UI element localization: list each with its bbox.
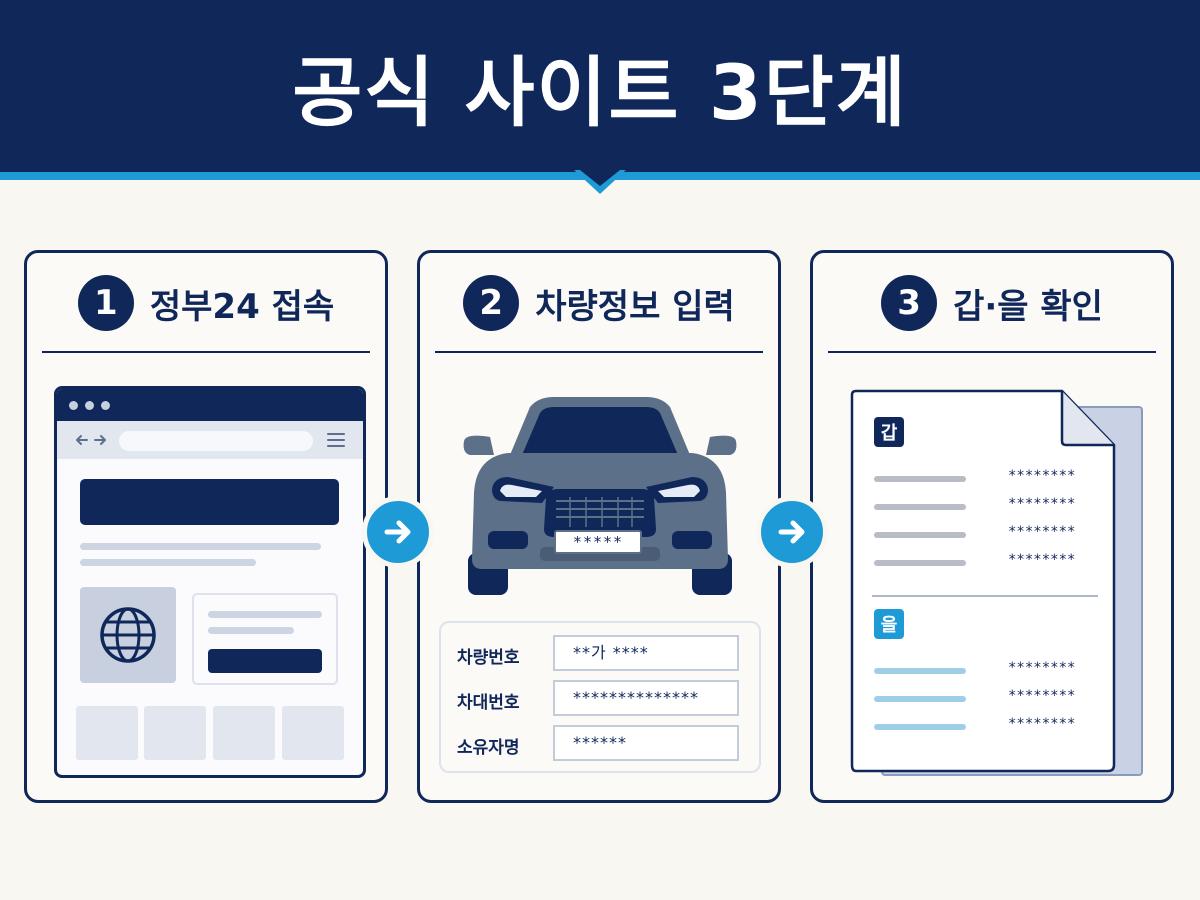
window-dot	[85, 401, 94, 410]
doc-text-line	[874, 532, 966, 538]
globe-icon-box	[80, 587, 176, 683]
back-forward-icon	[76, 435, 106, 445]
masked-value: ********	[1008, 660, 1076, 676]
window-dot	[69, 401, 78, 410]
step-divider-3	[828, 351, 1156, 353]
vin-label: 차대번호	[457, 693, 520, 713]
masked-value: ********	[1008, 552, 1076, 568]
header-pointer-inner	[580, 170, 620, 186]
step-card-1: 1 정부24 접속	[24, 250, 388, 803]
content-tile	[76, 706, 138, 760]
step-title-1: 정부24 접속	[149, 286, 335, 327]
form-row-plate-number: 차량번호 **가 ****	[441, 635, 759, 671]
step-card-2: 2 차량정보 입력 ***** 차량번호 **가 ****	[417, 250, 781, 803]
car-icon	[463, 397, 737, 595]
doc-row-b1: ********	[874, 660, 1084, 679]
arrow-right-icon	[362, 496, 434, 568]
section-a-badge: 갑	[874, 417, 904, 447]
doc-row-b3: ********	[874, 716, 1084, 735]
vehicle-info-form: 차량번호 **가 **** 차대번호 ************** 소유자명 *…	[439, 621, 761, 773]
masked-value: ********	[1008, 524, 1076, 540]
step-title-3: 갑·을 확인	[953, 286, 1103, 327]
step-header-3: 3 갑·을 확인	[813, 253, 1171, 353]
info-panel	[192, 593, 338, 685]
doc-text-line	[874, 476, 966, 482]
content-tile	[213, 706, 275, 760]
content-tile	[282, 706, 344, 760]
form-row-owner-name: 소유자명 ******	[441, 725, 759, 761]
doc-text-line	[874, 668, 966, 674]
doc-row-b2: ********	[874, 688, 1084, 707]
doc-text-line	[874, 504, 966, 510]
browser-nav-bar	[57, 421, 363, 459]
masked-value: ********	[1008, 716, 1076, 732]
menu-icon	[327, 433, 345, 447]
doc-text-line	[874, 724, 966, 730]
text-line	[208, 627, 294, 634]
step-header-1: 1 정부24 접속	[27, 253, 385, 353]
document-sheet	[850, 389, 1116, 773]
masked-value: ********	[1008, 496, 1076, 512]
doc-row-a2: ********	[874, 496, 1084, 515]
step-number-1: 1	[77, 275, 134, 331]
step-header-2: 2 차량정보 입력	[420, 253, 778, 353]
step-number-2: 2	[463, 275, 520, 331]
doc-text-line	[874, 696, 966, 702]
step-divider-2	[435, 351, 763, 353]
text-line	[208, 611, 322, 618]
step-title-2: 차량정보 입력	[535, 286, 735, 327]
page-title: 공식 사이트 3단계	[292, 48, 908, 137]
url-bar	[119, 431, 313, 451]
doc-row-a1: ********	[874, 468, 1084, 487]
step-divider-1	[42, 351, 370, 353]
globe-icon	[100, 607, 156, 663]
browser-window-icon	[54, 386, 366, 778]
window-dot	[101, 401, 110, 410]
doc-row-a4: ********	[874, 552, 1084, 571]
arrow-glyph	[778, 520, 805, 544]
section-b-badge: 을	[874, 609, 904, 639]
content-tile	[144, 706, 206, 760]
doc-row-a3: ********	[874, 524, 1084, 543]
arrow-glyph	[384, 520, 411, 544]
owner-name-input[interactable]: ******	[553, 725, 739, 761]
form-row-vin: 차대번호 **************	[441, 680, 759, 716]
arrow-right-icon	[756, 496, 828, 568]
owner-name-label: 소유자명	[457, 738, 520, 758]
document-icon: 갑 ******** ******** ******** ******** 을 …	[850, 389, 1116, 773]
page-banner-block	[80, 479, 339, 525]
header-banner	[0, 0, 1200, 172]
browser-title-bar	[57, 389, 363, 421]
step-card-3: 3 갑·을 확인 갑 ******** ******** ******** **…	[810, 250, 1174, 803]
panel-button	[208, 649, 322, 673]
text-line	[80, 543, 321, 550]
license-plate: *****	[554, 530, 642, 554]
text-line	[80, 559, 256, 566]
doc-text-line	[874, 560, 966, 566]
section-divider	[872, 595, 1098, 597]
plate-number-label: 차량번호	[457, 648, 520, 668]
vin-input[interactable]: **************	[553, 680, 739, 716]
masked-value: ********	[1008, 468, 1076, 484]
masked-value: ********	[1008, 688, 1076, 704]
step-number-3: 3	[881, 275, 938, 331]
plate-number-input[interactable]: **가 ****	[553, 635, 739, 671]
